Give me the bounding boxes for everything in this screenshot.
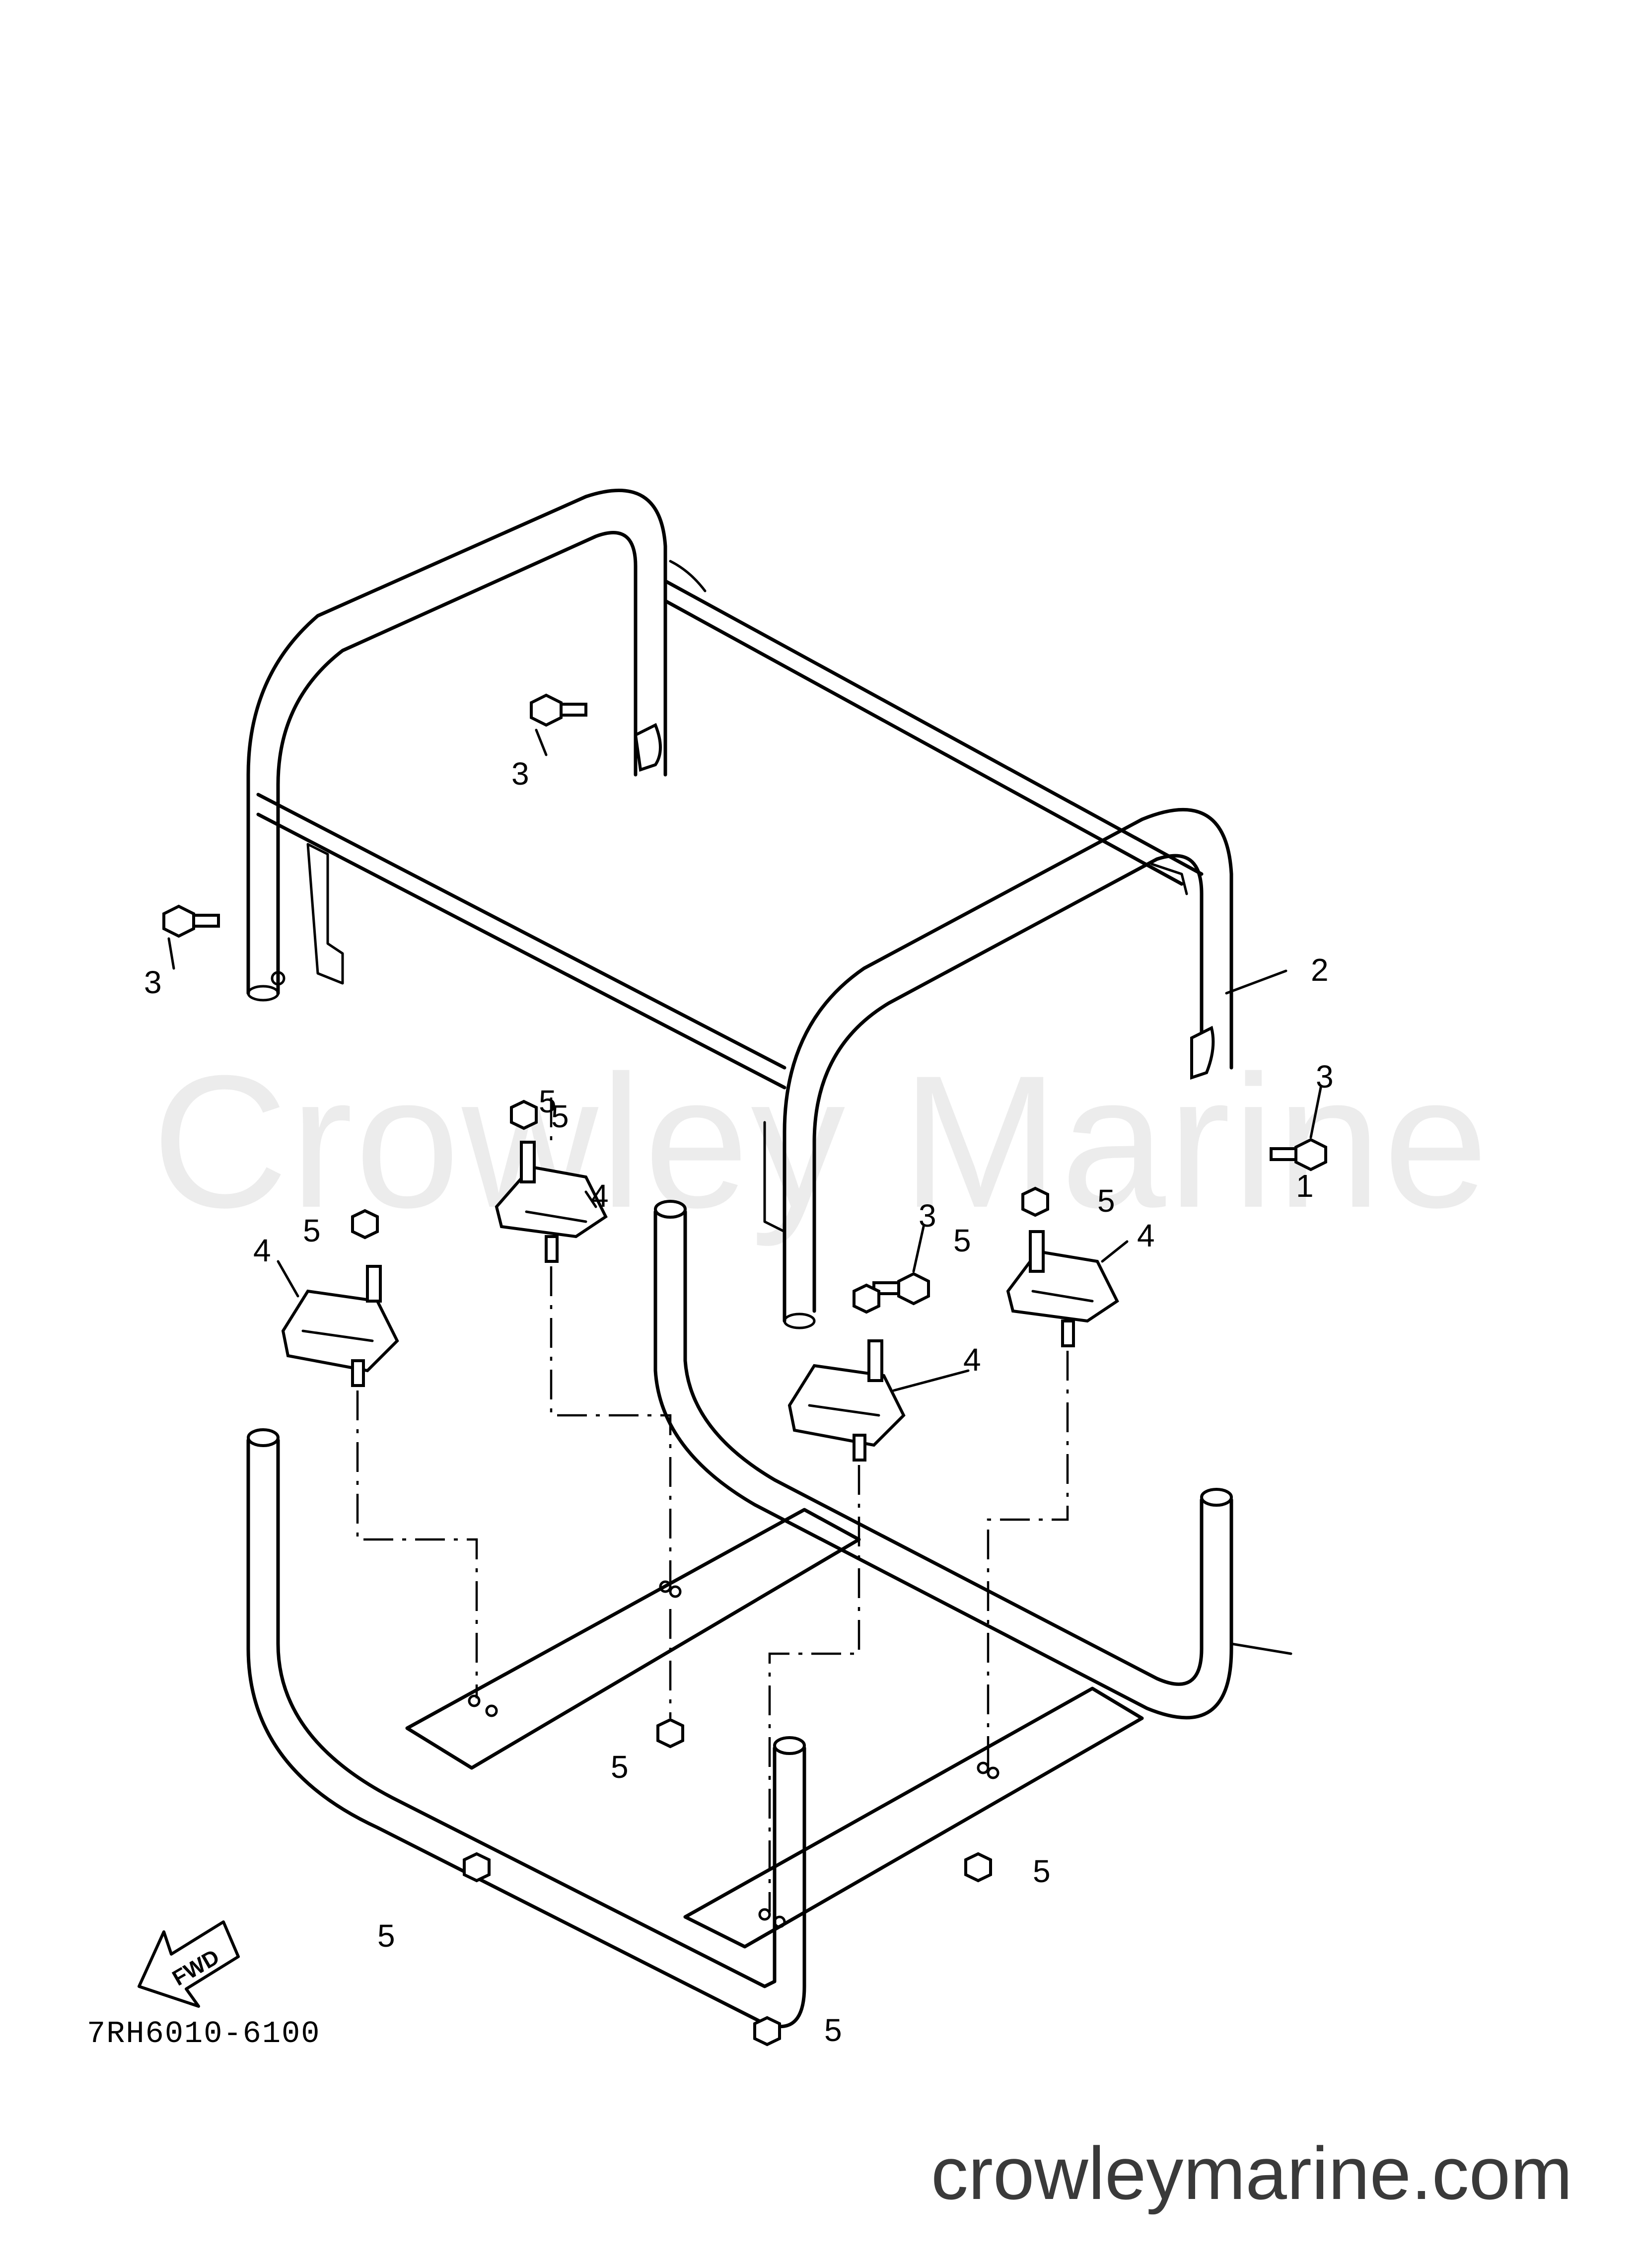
nut [463, 1852, 491, 1883]
callout-label: 4 [591, 1178, 609, 1214]
callout-label: 5 [1033, 1853, 1051, 1889]
callout-label: 4 [253, 1233, 271, 1268]
bolt [1270, 1138, 1327, 1171]
callout-label: 5 [303, 1213, 321, 1248]
damper-mount [495, 1141, 608, 1263]
callout-label: 5 [824, 2012, 842, 2048]
callout-label: 3 [1316, 1059, 1334, 1095]
callout-label: 5 [611, 1749, 629, 1785]
leader-lines [167, 729, 1322, 1655]
callout-label: 2 [1311, 952, 1329, 988]
diagram-code: 7RH6010-6100 [87, 2016, 321, 2051]
nut [656, 1718, 684, 1749]
callout-label: 5 [551, 1098, 569, 1134]
callout-label: 5 [539, 1084, 557, 1119]
nut [1021, 1186, 1049, 1217]
bolt [162, 904, 220, 938]
nut [964, 1852, 992, 1883]
bolt [530, 693, 587, 727]
damper-mount [787, 1339, 906, 1462]
nut [853, 1283, 880, 1314]
nut [351, 1209, 379, 1240]
callout-label: 5 [1097, 1183, 1115, 1219]
callout-label: 3 [511, 756, 529, 792]
callout-label: 3 [144, 964, 162, 1000]
damper-mount [1006, 1230, 1119, 1347]
watermark: Crowley Marine [151, 1036, 1491, 1247]
callout-label: 5 [953, 1223, 971, 1258]
callout-label: 3 [919, 1198, 936, 1234]
callout-label: 1 [1296, 1168, 1314, 1204]
fwd-arrow-icon: FWD [138, 1920, 240, 2008]
upper-frame [246, 489, 1233, 1329]
website-footer: crowleymarine.com [931, 2131, 1572, 2215]
nut [753, 2016, 781, 2047]
assembly-lines [356, 1097, 1069, 1912]
callout-label: 4 [1137, 1218, 1155, 1253]
callout-label: 4 [963, 1342, 981, 1378]
nut [510, 1099, 538, 1130]
callout-label: 5 [377, 1918, 395, 1954]
damper-mount [281, 1265, 399, 1387]
